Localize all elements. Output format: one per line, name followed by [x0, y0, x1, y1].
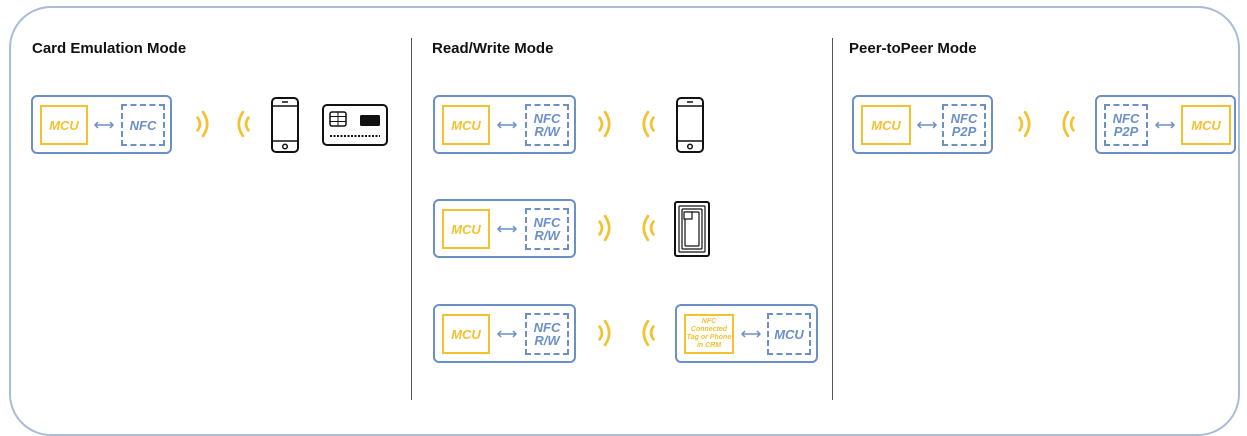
nfc-block: NFC	[121, 104, 165, 146]
mcu-block: MCU	[442, 105, 490, 145]
bidirectional-arrow-icon	[496, 225, 518, 233]
smartphone-icon	[271, 97, 299, 153]
mcu-label: MCU	[774, 326, 804, 342]
rw-label: R/W	[534, 333, 560, 348]
smartphone-icon	[676, 97, 704, 153]
bidirectional-arrow-icon	[496, 330, 518, 338]
p2p-label: P2P	[1113, 124, 1139, 139]
radio-waves-right-icon	[598, 214, 611, 242]
read-write-title: Read/Write Mode	[432, 40, 554, 57]
rw-label: R/W	[534, 124, 560, 139]
smart-card-icon	[322, 104, 388, 146]
nfc-p2p-block: NFC P2P	[942, 104, 986, 146]
bidirectional-arrow-icon	[740, 330, 762, 338]
diagram-frame	[9, 6, 1240, 436]
nfc-tag-icon	[674, 201, 710, 257]
bidirectional-arrow-icon	[93, 121, 115, 129]
mcu-block: MCU	[861, 105, 911, 145]
nfc-label: NFC	[533, 111, 561, 126]
bidirectional-arrow-icon	[1154, 121, 1176, 129]
mcu-block: MCU	[442, 209, 490, 249]
card-emulation-unit: MCU NFC	[31, 95, 172, 154]
read-write-unit-3: MCU NFC R/W	[433, 304, 576, 363]
radio-waves-left-icon	[642, 214, 655, 242]
tag-line-2: Connected	[690, 326, 728, 333]
bidirectional-arrow-icon	[916, 121, 938, 129]
radio-waves-right-icon	[598, 319, 611, 347]
connected-tag-block: NFC Connected Tag or Phone in CRM	[684, 314, 734, 354]
rw-label: R/W	[534, 228, 560, 243]
mcu-block: MCU	[1181, 105, 1231, 145]
radio-waves-left-icon	[642, 319, 655, 347]
nfc-label: NFC	[1112, 111, 1140, 126]
divider-1	[411, 38, 412, 400]
read-write-unit-1: MCU NFC R/W	[433, 95, 576, 154]
p2p-unit-right: NFC P2P MCU	[1095, 95, 1236, 154]
radio-waves-left-icon	[237, 110, 250, 138]
connected-tag-unit: NFC Connected Tag or Phone in CRM MCU	[675, 304, 818, 363]
nfc-label: NFC	[533, 215, 561, 230]
mcu-dashed-block: MCU	[767, 313, 811, 355]
mcu-block: MCU	[442, 314, 490, 354]
nfc-p2p-block: NFC P2P	[1104, 104, 1148, 146]
radio-waves-right-icon	[1018, 110, 1031, 138]
radio-waves-right-icon	[598, 110, 611, 138]
p2p-label: P2P	[951, 124, 977, 139]
mcu-block: MCU	[40, 105, 88, 145]
bidirectional-arrow-icon	[496, 121, 518, 129]
nfc-rw-block: NFC R/W	[525, 313, 569, 355]
tag-line-4: in CRM	[696, 342, 722, 349]
divider-2	[832, 38, 833, 400]
tag-line-1: NFC	[701, 318, 717, 325]
nfc-label: NFC	[533, 320, 561, 335]
radio-waves-left-icon	[642, 110, 655, 138]
nfc-rw-block: NFC R/W	[525, 208, 569, 250]
nfc-label: NFC	[950, 111, 978, 126]
radio-waves-right-icon	[196, 110, 209, 138]
read-write-unit-2: MCU NFC R/W	[433, 199, 576, 258]
nfc-label: NFC	[129, 117, 157, 133]
card-emulation-title: Card Emulation Mode	[32, 40, 187, 57]
p2p-unit-left: MCU NFC P2P	[852, 95, 993, 154]
nfc-rw-block: NFC R/W	[525, 104, 569, 146]
peer-to-peer-title: Peer-toPeer Mode	[849, 40, 977, 57]
tag-line-3: Tag or Phone	[686, 334, 732, 341]
radio-waves-left-icon	[1062, 110, 1075, 138]
